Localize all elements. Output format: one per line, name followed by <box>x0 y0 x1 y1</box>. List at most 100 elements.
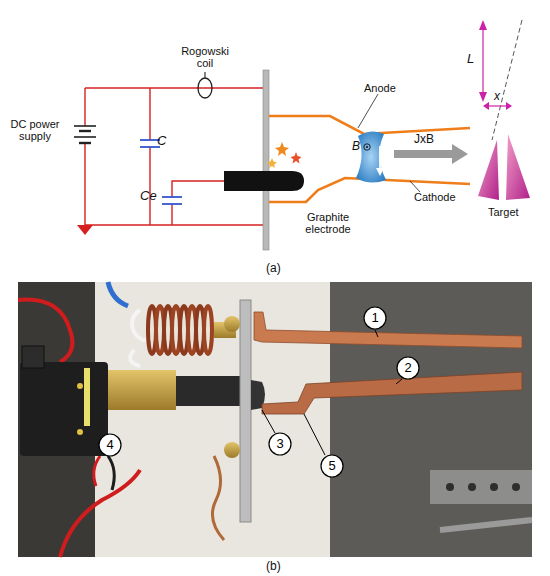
target-label: Target <box>488 206 519 218</box>
wire <box>108 282 128 306</box>
leader-line <box>396 379 402 384</box>
nut <box>224 442 240 458</box>
capacitor-label: C <box>157 134 166 149</box>
screw <box>22 346 44 368</box>
dashed-line <box>492 20 522 140</box>
wire <box>212 456 224 540</box>
ground-symbol <box>77 225 93 235</box>
graphite-electrode <box>176 376 242 406</box>
wire <box>84 144 85 225</box>
photo-background <box>330 282 532 557</box>
rivet <box>77 429 83 435</box>
insulator-plate <box>263 70 269 250</box>
dimension-label: L <box>467 52 474 67</box>
electrode-label: Graphite electrode <box>292 211 364 236</box>
nut <box>224 316 240 332</box>
target-plate <box>478 140 499 200</box>
anode-wall <box>269 116 470 134</box>
callout-number: 1 <box>363 306 387 330</box>
metal-rod <box>440 520 532 530</box>
callout-number: 3 <box>268 432 292 456</box>
panel-label: (b) <box>266 560 281 573</box>
graphite-electrode <box>224 171 304 191</box>
rail-hole <box>490 483 498 491</box>
anode-label: Anode <box>364 82 396 94</box>
panel-label: (a) <box>266 262 281 275</box>
battery-symbol <box>74 125 96 127</box>
plasma-sheet <box>356 131 386 182</box>
capacitor-symbol <box>162 203 182 205</box>
copper-electrode <box>262 372 522 414</box>
battery-symbol <box>74 136 96 138</box>
callout-number: 4 <box>98 433 122 457</box>
rail-hole <box>446 483 454 491</box>
dimension-arrow <box>479 20 487 30</box>
wire <box>149 88 150 140</box>
dimension-arrow <box>482 24 483 98</box>
wire <box>84 88 85 126</box>
callout-circle <box>269 433 291 455</box>
force-arrow <box>452 144 468 164</box>
solenoid-actuator <box>20 362 108 456</box>
dimension-label: x <box>494 90 500 103</box>
metal-rail <box>430 470 532 504</box>
callout-circle <box>321 455 343 477</box>
insulator-plate <box>240 300 251 522</box>
rail-hole <box>468 483 476 491</box>
capacitor-label: Ce <box>140 189 157 204</box>
callout-number: 2 <box>396 356 420 380</box>
current-arrow <box>379 146 381 170</box>
callout-number: 5 <box>320 454 344 478</box>
callout-circle <box>397 357 419 379</box>
wire <box>60 470 140 557</box>
current-label: J <box>382 160 388 173</box>
wire <box>108 456 114 490</box>
dimension-arrow <box>483 102 489 110</box>
copper-electrode <box>254 312 522 348</box>
brass-holder <box>108 370 176 410</box>
wire <box>171 204 172 225</box>
field-dot-symbol <box>366 146 368 148</box>
rogowski-coil-symbol <box>198 78 212 98</box>
label-strip <box>84 368 90 426</box>
dimension-arrow <box>479 92 487 102</box>
leader-line <box>358 94 378 128</box>
rail-hole <box>512 483 520 491</box>
wire <box>130 350 140 366</box>
callout-number: 5 <box>320 454 344 478</box>
leader-line <box>410 181 420 192</box>
insulator-board <box>95 282 330 557</box>
wire <box>149 147 150 225</box>
field-label: B <box>352 140 360 153</box>
coil-label: Rogowski coil <box>172 45 238 70</box>
leader-line <box>375 330 378 337</box>
cathode-label: Cathode <box>414 191 456 203</box>
callout-circle <box>99 434 121 456</box>
target-plate <box>506 134 530 200</box>
rogowski-coil-symbol <box>204 72 205 78</box>
dimension-arrow <box>487 105 508 106</box>
force-label: JxB <box>414 133 434 146</box>
wire <box>85 224 263 225</box>
rivet <box>77 383 83 389</box>
spark <box>267 158 277 168</box>
capacitor-symbol <box>162 196 182 198</box>
force-arrow <box>394 150 452 158</box>
callout-number: 2 <box>396 356 420 380</box>
wire <box>94 456 100 486</box>
battery-symbol <box>79 142 91 144</box>
callout-circle <box>364 307 386 329</box>
wire <box>172 181 224 197</box>
photo-background <box>18 282 532 557</box>
callout-number: 1 <box>363 306 387 330</box>
leader-line <box>262 410 275 433</box>
spark <box>275 142 289 156</box>
spark <box>291 152 302 164</box>
dimension-arrow <box>506 102 512 110</box>
callout-number: 4 <box>98 433 122 457</box>
power-supply-label: DC power supply <box>2 118 68 143</box>
leader-line <box>304 414 325 455</box>
